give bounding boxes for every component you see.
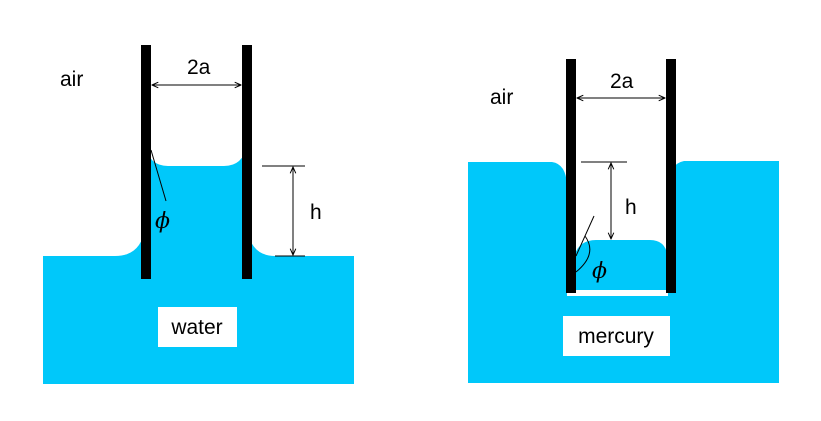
water-height-label: h — [310, 201, 322, 224]
mercury-width-label: 2a — [610, 70, 634, 93]
water-panel: air 2a h ϕ water — [43, 45, 354, 384]
mercury-liquid-label: mercury — [578, 325, 654, 348]
water-contact-angle-tangent — [150, 149, 167, 202]
water-tube-left-wall — [141, 45, 151, 279]
water-label-box — [158, 307, 237, 347]
mercury-column — [573, 240, 668, 290]
mercury-height-label: h — [625, 196, 637, 219]
water-liquid-label: water — [170, 316, 222, 339]
water-air-label: air — [60, 68, 83, 91]
water-width-label: 2a — [187, 56, 211, 79]
mercury-air-label: air — [490, 86, 513, 109]
mercury-angle-label: ϕ — [592, 259, 607, 284]
water-angle-label: ϕ — [155, 209, 170, 234]
mercury-contact-angle-arc — [575, 235, 591, 273]
mercury-panel: air 2a h ϕ mercury — [468, 59, 779, 383]
water-liquid — [43, 145, 354, 384]
mercury-tube-right-wall — [666, 59, 676, 293]
water-tube-right-wall — [242, 45, 252, 279]
mercury-tube-left-wall — [566, 59, 576, 293]
mercury-reservoir — [468, 161, 779, 383]
mercury-label-box — [563, 316, 670, 356]
